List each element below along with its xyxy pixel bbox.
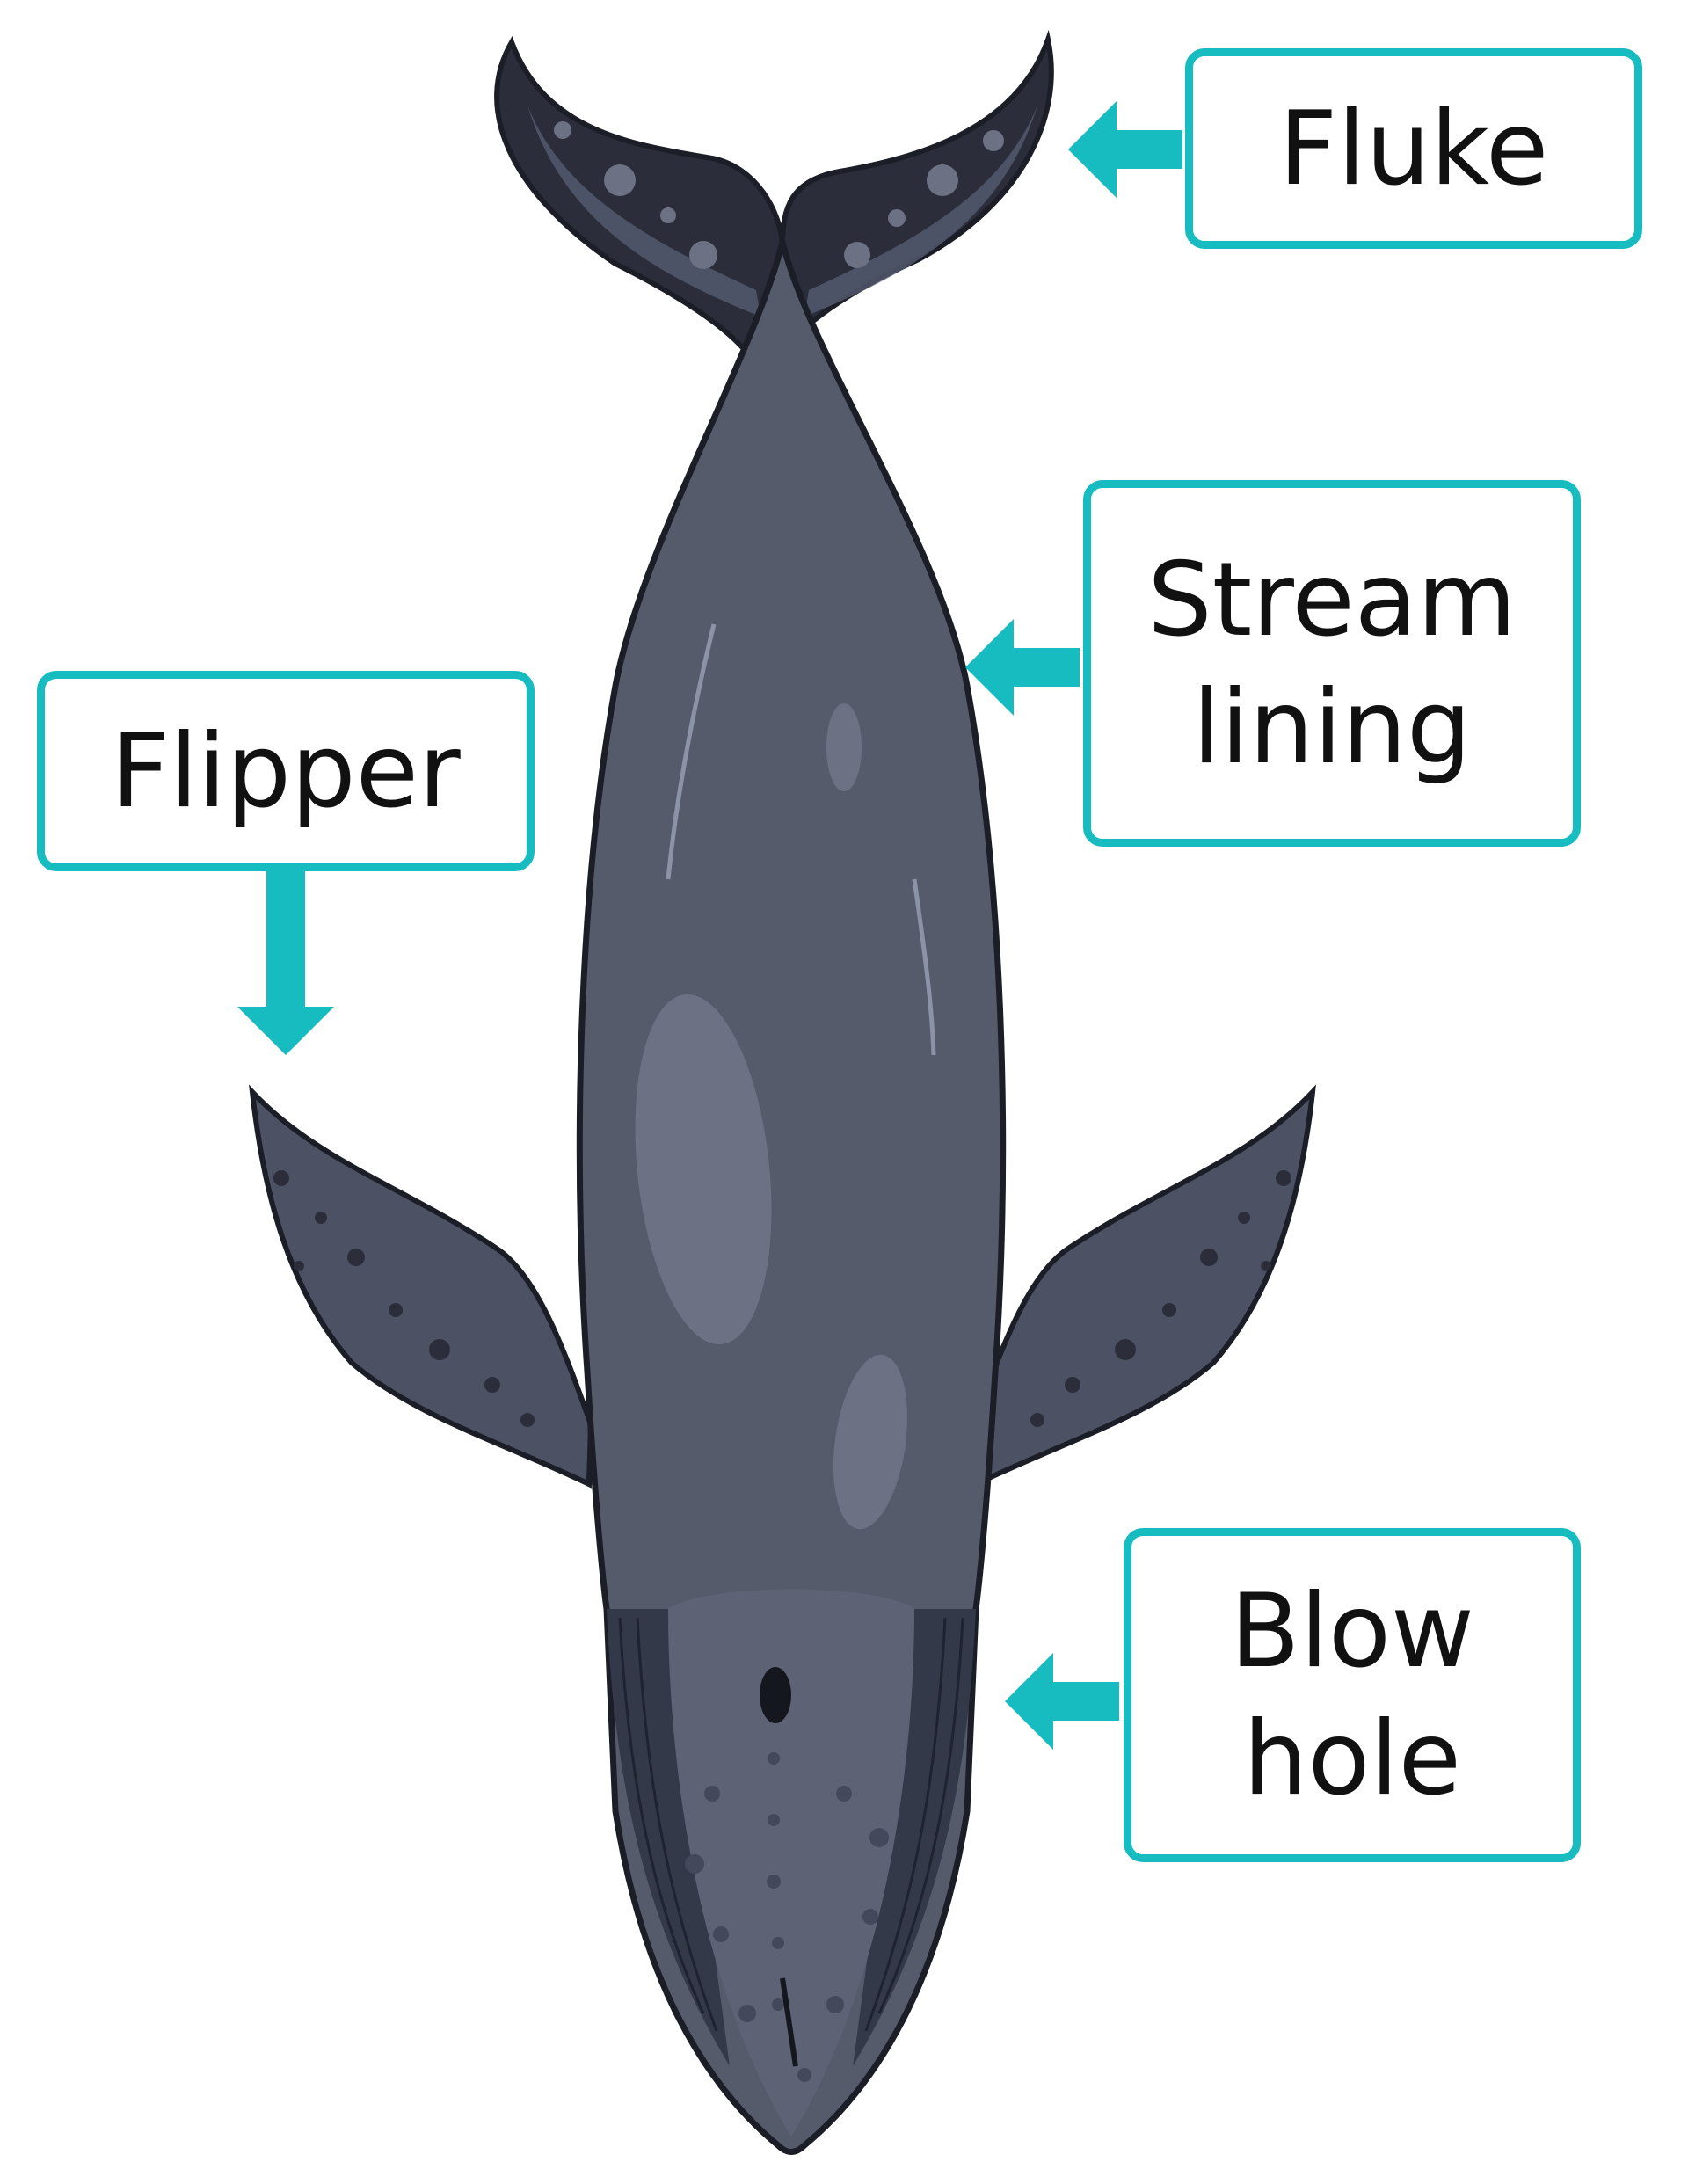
whale-body-shape (576, 241, 1007, 2155)
label-streamlining-text: Stream lining (1147, 540, 1517, 787)
label-fluke: Fluke (1185, 48, 1642, 249)
fluke-spots (554, 121, 1004, 269)
label-streamlining: Stream lining (1083, 480, 1581, 847)
fluke-arrow (1068, 101, 1182, 198)
streamlining-arrow (965, 619, 1080, 716)
label-blowhole-text: Blow hole (1230, 1572, 1474, 1818)
label-flipper-text: Flipper (111, 711, 461, 831)
label-blowhole: Blow hole (1124, 1528, 1581, 1862)
flipper-left-shape (249, 1084, 594, 1489)
head-bumps (685, 1752, 889, 2082)
flipper-arrow (237, 866, 334, 1055)
label-flipper: Flipper (37, 671, 535, 871)
blowhole-arrow (1005, 1653, 1119, 1750)
label-fluke-text: Fluke (1278, 89, 1549, 208)
flipper-right-shape (971, 1084, 1316, 1489)
